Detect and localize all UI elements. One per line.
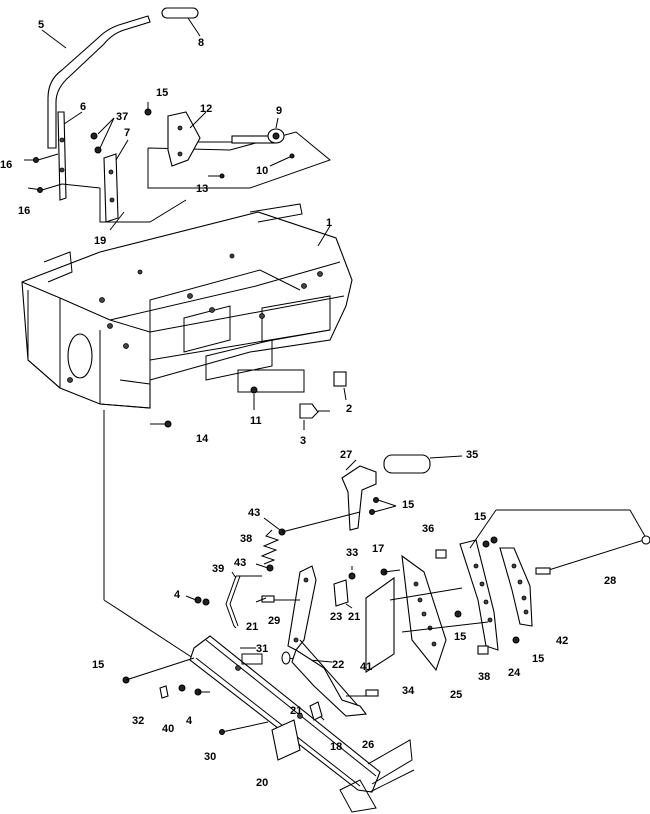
callout-c13: 13 [196,183,208,195]
callout-c15d: 15 [454,631,466,643]
callout-c21c: 21 [290,705,302,717]
link-19 [99,188,187,231]
spring-38-and-pin-43 [255,511,361,572]
callout-c21b: 21 [348,611,360,623]
callout-c38a: 38 [240,533,252,545]
bracket-23-33 [333,566,356,609]
callout-c39: 39 [212,563,224,575]
rod-39 [225,571,262,629]
callout-c5: 5 [38,19,44,31]
callout-c26: 26 [362,739,374,751]
callout-c25: 25 [450,689,462,701]
callout-c15c: 15 [474,511,486,523]
spacers-36-38-17 [380,536,520,655]
lever-arm-6 [57,111,83,201]
callout-c38b: 38 [478,671,490,683]
callout-c18: 18 [330,741,342,753]
callout-c32: 32 [132,715,144,727]
callout-c9: 9 [276,105,282,117]
callout-c16b: 16 [18,205,30,217]
callout-c28: 28 [604,575,616,587]
callout-c15b: 15 [402,499,414,511]
callout-c31: 31 [256,643,268,655]
callout-c35: 35 [466,449,478,461]
callout-c43b: 43 [234,557,246,569]
callout-c1: 1 [326,217,332,229]
callout-c29: 29 [268,615,280,627]
callout-c2: 2 [346,403,352,415]
rod-22-and-link-18 [281,649,379,721]
lever-arm-26 [255,565,361,709]
callout-c7: 7 [124,127,130,139]
upper-linkage [144,102,332,189]
callout-c40: 40 [162,723,174,735]
steering-handle [41,7,201,149]
callout-c12: 12 [200,103,212,115]
callout-c30: 30 [204,751,216,763]
callout-c19: 19 [94,235,106,247]
callout-c15f: 15 [92,659,104,671]
bracket-2-3-11 [237,369,347,430]
callout-c37: 37 [116,111,128,123]
main-frame-1 [21,203,353,661]
bolts-16 [24,153,101,193]
washers-37 [90,117,115,154]
callout-c36: 36 [422,523,434,535]
hardware-lower-left [122,595,269,735]
callout-c43a: 43 [248,507,260,519]
plates-24-25-41-42 [365,539,533,674]
callout-c20: 20 [256,777,268,789]
callout-c15a: 15 [156,87,168,99]
callout-c8: 8 [198,37,204,49]
callout-c15e: 15 [532,653,544,665]
callout-c33: 33 [346,547,358,559]
callout-c34: 34 [402,685,415,697]
callout-c6: 6 [80,101,86,113]
pedal-27-and-grip-35 [341,454,463,531]
callout-c23: 23 [330,611,342,623]
callout-c42: 42 [556,635,568,647]
callout-c22: 22 [332,659,344,671]
callout-c11: 11 [250,415,262,427]
cable-28 [469,509,650,575]
callout-c4a: 4 [174,589,181,601]
callout-c10: 10 [256,165,268,177]
callout-c41: 41 [360,661,372,673]
bar-20 [189,635,415,813]
callout-c16a: 16 [0,159,12,171]
callout-c27: 27 [340,449,352,461]
callout-c14: 14 [196,433,209,445]
callout-c24: 24 [508,667,521,679]
lever-arm-7 [103,139,129,223]
callout-c17: 17 [372,543,384,555]
callout-c21a: 21 [246,621,258,633]
callout-c3: 3 [300,435,306,447]
callout-c4b: 4 [186,715,193,727]
callout-labels: 1234456789101112131415151515151516161718… [0,19,616,789]
